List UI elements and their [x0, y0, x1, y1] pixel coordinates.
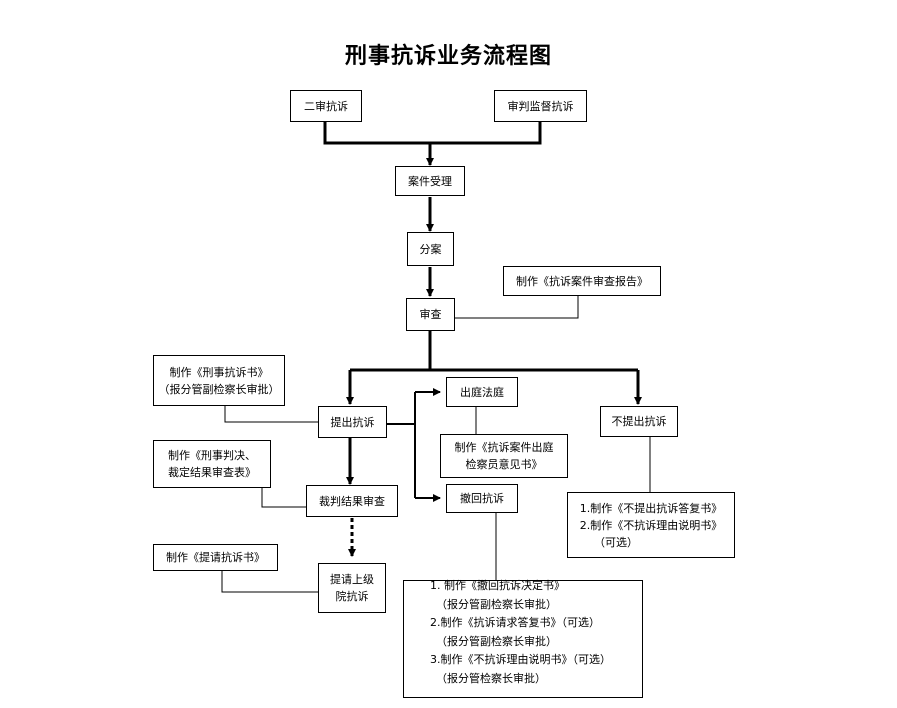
node-request-higher: 提请上级 院抗诉 — [318, 563, 386, 613]
withdraw-docs-line-1: 1. 制作《撤回抗诉决定书》 — [430, 579, 565, 592]
page-title: 刑事抗诉业务流程图 — [344, 44, 552, 69]
node-protest-doc: 制作《刑事抗诉书》 （报分管副检察长审批） — [153, 355, 285, 406]
node-judgment-form: 制作《刑事判决、 裁定结果审查表》 — [153, 440, 271, 488]
link-review-report — [455, 296, 579, 319]
judgment-form-line-2: 裁定结果审查表》 — [168, 466, 256, 479]
withdraw-docs-line-4: （报分管副检察长审批） — [436, 634, 557, 648]
connector-supervision — [430, 122, 542, 145]
node-file-protest: 提出抗诉 — [318, 406, 387, 438]
link-request-doc — [221, 571, 318, 593]
withdraw-docs-line-5: 3.制作《不抗诉理由说明书》（可选） — [430, 653, 611, 666]
node-review: 审查 — [406, 298, 455, 331]
request-higher-line-2: 院抗诉 — [335, 590, 369, 603]
request-higher-line-1: 提请上级 — [330, 573, 374, 586]
connector-second-instance — [323, 122, 430, 145]
node-request-doc: 制作《提请抗诉书》 — [153, 544, 278, 571]
protest-doc-line-2: （报分管副检察长审批） — [158, 382, 280, 396]
no-protest-docs-line-1: 1.制作《不提出抗诉答复书》 — [579, 501, 723, 515]
court-opinion-line-1: 制作《抗诉案件出庭 — [454, 441, 554, 454]
node-judgment-review: 裁判结果审查 — [306, 485, 398, 517]
withdraw-docs-line-2: （报分管副检察长审批） — [436, 597, 557, 611]
node-withdraw-docs: 1. 制作《撤回抗诉决定书》 （报分管副检察长审批） 2.制作《抗诉请求答复书》… — [403, 579, 643, 698]
link-protest-doc — [224, 406, 318, 423]
node-second-instance: 二审抗诉 — [290, 90, 362, 122]
node-no-protest-docs: 1.制作《不提出抗诉答复书》 2.制作《不抗诉理由说明书》 （可选） — [567, 492, 735, 558]
court-opinion-line-2: 检察员意见书》 — [465, 458, 543, 471]
withdraw-docs-line-6: （报分管检察长审批） — [436, 671, 546, 685]
node-attend-court: 出庭法庭 — [446, 377, 518, 407]
node-court-opinion: 制作《抗诉案件出庭 检察员意见书》 — [440, 434, 568, 478]
node-supervision: 审判监督抗诉 — [494, 90, 587, 122]
protest-doc-line-1: 制作《刑事抗诉书》 — [169, 365, 269, 379]
withdraw-docs-line-3: 2.制作《抗诉请求答复书》（可选） — [430, 616, 600, 629]
node-assignment: 分案 — [407, 232, 454, 266]
link-judgment-form — [261, 488, 306, 508]
node-no-protest: 不提出抗诉 — [600, 406, 678, 437]
no-protest-docs-line-2: 2.制作《不抗诉理由说明书》 — [579, 518, 723, 532]
judgment-form-line-1: 制作《刑事判决、 — [168, 449, 256, 462]
node-acceptance: 案件受理 — [395, 166, 465, 196]
no-protest-docs-line-3: （可选） — [594, 535, 638, 549]
node-review-report: 制作《抗诉案件审查报告》 — [503, 266, 661, 296]
node-withdraw: 撤回抗诉 — [446, 484, 518, 513]
